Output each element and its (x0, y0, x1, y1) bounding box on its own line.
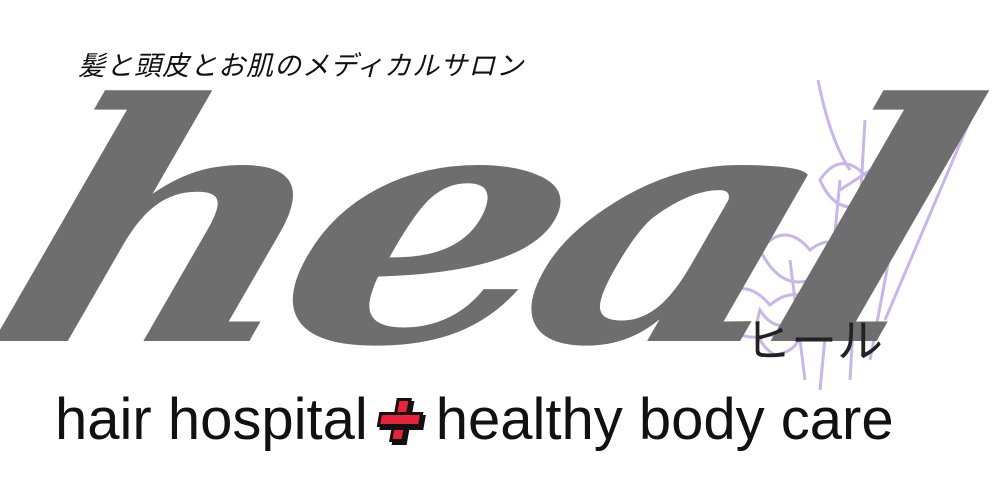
heal-kana: ヒール (745, 314, 883, 368)
subtitle-hair-hospital: hair hospital (55, 387, 368, 453)
subtitle-healthy-body-care: healthy body care (435, 387, 894, 453)
iris-flower-illustration (708, 79, 972, 391)
subtitle: hair hospital healthy body care (55, 382, 894, 453)
plus-icon (374, 398, 426, 442)
tagline: 髪と頭皮とお肌のメディカルサロン (78, 51, 525, 82)
